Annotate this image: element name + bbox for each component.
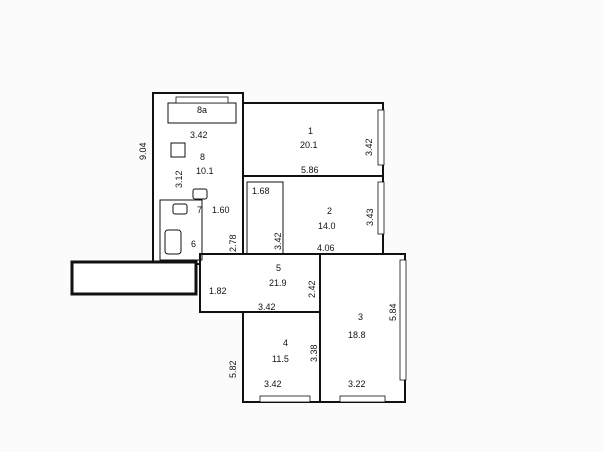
- room-labels: 8a 1 20.1 8 10.1 7 2 14.0 6 5 21.9 3 18.…: [191, 105, 366, 364]
- entrance-marker: [70, 260, 198, 296]
- room-area-3: 18.8: [348, 330, 366, 340]
- dimension-label: 3.12: [174, 170, 184, 188]
- dimension-label: 1.82: [209, 286, 227, 296]
- dimension-label: 3.38: [309, 344, 319, 362]
- room-area-2: 14.0: [318, 221, 336, 231]
- fixtures: [164, 142, 208, 255]
- dimension-labels: 3.42 3.12 9.04 1.68 3.42 5.86 3.42 3.43 …: [138, 130, 398, 389]
- dimension-label: 3.42: [190, 130, 208, 140]
- room-number-4: 4: [283, 338, 288, 348]
- room-area-5: 21.9: [269, 278, 287, 288]
- room-number-1: 1: [308, 126, 313, 136]
- room-area-1: 20.1: [300, 140, 318, 150]
- room-number-6: 6: [191, 239, 196, 249]
- stove-icon: [170, 142, 186, 158]
- dimension-label: 3.42: [264, 379, 282, 389]
- dimension-label: 3.42: [258, 302, 276, 312]
- dimension-label: 3.22: [348, 379, 366, 389]
- room-area-4: 11.5: [272, 354, 289, 364]
- dimension-label: 1.68: [252, 186, 270, 196]
- bathtub-icon: [164, 229, 182, 255]
- walls: [152, 92, 406, 403]
- dimension-label: 2.42: [307, 280, 317, 298]
- toilet-icon: [192, 188, 208, 200]
- dimension-label: 1.60: [212, 205, 230, 215]
- dimension-label: 5.84: [388, 303, 398, 321]
- dimension-label: 2.78: [228, 234, 238, 252]
- dimension-label: 3.42: [273, 232, 283, 250]
- room-number-7: 7: [197, 205, 202, 215]
- room-number-3: 3: [358, 312, 363, 322]
- dimension-label: 3.43: [365, 208, 375, 226]
- room-area-8: 10.1: [196, 166, 214, 176]
- sink-icon: [172, 203, 188, 215]
- dimension-label: 5.86: [301, 165, 319, 175]
- room-number-5: 5: [276, 263, 281, 273]
- dimension-label: 5.82: [228, 360, 238, 378]
- room-number-8a: 8a: [197, 105, 207, 115]
- room-number-2: 2: [327, 206, 332, 216]
- dimension-label: 4.06: [317, 243, 335, 253]
- dimension-label: 9.04: [138, 142, 148, 160]
- windows: [175, 96, 407, 403]
- room-number-8: 8: [200, 152, 205, 162]
- dimension-label: 3.42: [364, 138, 374, 156]
